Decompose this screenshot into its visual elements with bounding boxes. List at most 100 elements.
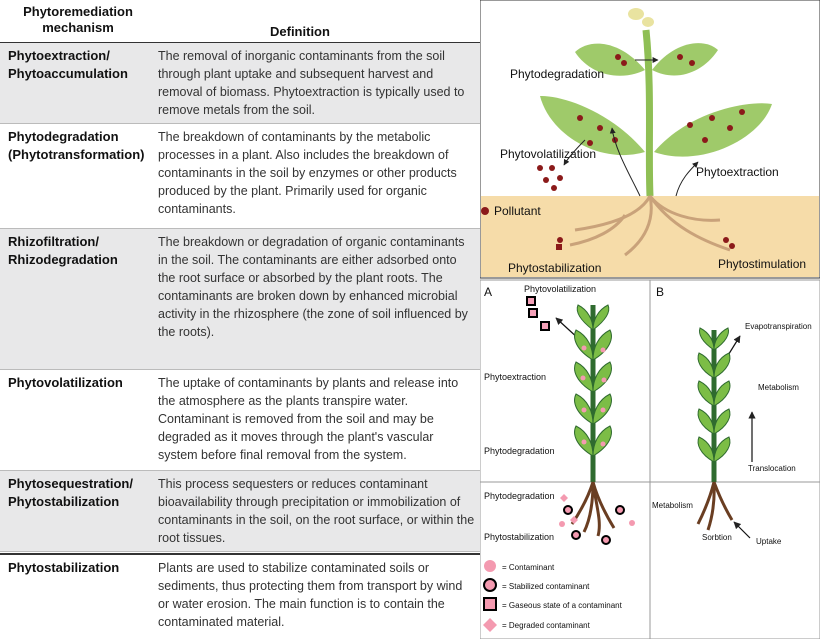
pollutant-legend-dot: [481, 207, 489, 215]
label-phytovolatilization: Phytovolatilization: [500, 147, 596, 161]
label-b-sorbtion: Sorbtion: [702, 533, 732, 542]
legend-contaminant-label: = Contaminant: [502, 563, 555, 572]
label-b-metabolism-lower: Metabolism: [652, 501, 693, 510]
degraded-contaminant: [570, 516, 578, 524]
plant-b-leaves: [697, 327, 731, 463]
label-b-uptake: Uptake: [756, 537, 782, 546]
label-a-phytoextraction: Phytoextraction: [484, 372, 546, 382]
label-a-phytovolatilization: Phytovolatilization: [524, 284, 596, 294]
panel-b-frame: [649, 279, 820, 640]
mechanism-cell: Phytosequestration/ Phytostabilization: [8, 476, 133, 509]
plant-b-roots: [696, 481, 734, 531]
table-header: Phytoremediation mechanism Definition: [0, 0, 480, 44]
pollutant-dot: [739, 109, 745, 115]
plant-roots: [569, 195, 731, 257]
mechanism-cell: Rhizofiltration/ Rhizodegradation: [8, 234, 118, 267]
pollutant-dot: [557, 175, 563, 181]
stabilized-contaminant: [571, 530, 581, 540]
label-b-metabolism-upper: Metabolism: [758, 383, 799, 392]
legend-stabilized-marker: [483, 578, 497, 592]
label-a-phytodegradation-upper: Phytodegradation: [484, 446, 555, 456]
pollutant-dot: [709, 115, 715, 121]
flower-bud: [642, 17, 654, 27]
legend-gaseous-marker: [483, 597, 497, 611]
pollutant-dot: [549, 165, 555, 171]
leaf: [540, 95, 645, 156]
top-figure: Phytodegradation Phytovolatilization Phy…: [479, 0, 820, 279]
legend-contaminant-marker: [484, 560, 496, 572]
gaseous-contaminant: [528, 308, 538, 318]
arrow: [675, 161, 699, 197]
contaminant: [559, 521, 565, 527]
pollutant-dot: [687, 122, 693, 128]
degraded-contaminant: [560, 494, 568, 502]
panel-a-frame: [479, 279, 651, 640]
pollutant-dot: [702, 137, 708, 143]
legend-stabilized-label: = Stabilized contaminant: [502, 582, 590, 591]
contaminant: [629, 520, 635, 526]
pollutant-dot: [615, 54, 621, 60]
plant-stem: [642, 29, 654, 197]
stabilized-pollutant: [556, 244, 562, 250]
table-row: Phytoextraction/ Phytoaccumulation The r…: [0, 43, 480, 124]
definition-cell: The breakdown or degradation of organic …: [158, 235, 468, 339]
pollutant-dot: [537, 165, 543, 171]
pollutant-dot: [677, 54, 683, 60]
definition-cell: Plants are used to stabilize contaminate…: [158, 561, 463, 629]
table-row: Rhizofiltration/ Rhizodegradation The br…: [0, 229, 480, 370]
pollutant-dot: [577, 115, 583, 121]
pollutant-dot: [727, 125, 733, 131]
label-phytostabilization: Phytostabilization: [508, 261, 601, 275]
mechanism-cell: Phytodegradation (Phytotransformation): [8, 129, 145, 162]
pollutant-dot: [551, 185, 557, 191]
pollutant-dot: [543, 177, 549, 183]
label-phytoextraction: Phytoextraction: [696, 165, 779, 179]
label-phytodegradation: Phytodegradation: [510, 67, 604, 81]
table-row: Phytosequestration/ Phytostabilization T…: [0, 471, 480, 552]
gaseous-contaminant: [540, 321, 550, 331]
mechanism-cell: Phytovolatilization: [8, 375, 123, 390]
panel-a: A Phytovolatilization Phytoextraction Ph…: [479, 279, 820, 640]
leaf: [575, 43, 645, 76]
legend-gaseous-label: = Gaseous state of a contaminant: [502, 601, 623, 610]
contaminant-dots: [580, 345, 607, 447]
definition-cell: The breakdown of contaminants by the met…: [158, 130, 457, 216]
stabilized-contaminant: [563, 505, 573, 515]
pollutant-dot: [587, 140, 593, 146]
table-row: Phytovolatilization The uptake of contam…: [0, 370, 480, 471]
panel-b-letter: B: [656, 285, 664, 299]
pollutant-dot: [557, 237, 563, 243]
phytoremediation-table: Phytoremediation mechanism Definition Ph…: [0, 0, 480, 641]
pollutant-dot: [621, 60, 627, 66]
mechanism-cell: Phytostabilization: [8, 560, 120, 575]
label-a-phytostabilization: Phytostabilization: [484, 532, 554, 542]
label-pollutant: Pollutant: [494, 204, 541, 218]
arrow: [609, 127, 641, 197]
panel-a-letter: A: [484, 285, 492, 299]
header-definition: Definition: [270, 24, 330, 39]
pollutant-dot: [689, 60, 695, 66]
pollutant-dot: [729, 243, 735, 249]
label-b-translocation: Translocation: [748, 464, 796, 473]
definition-cell: The removal of inorganic contaminants fr…: [158, 49, 465, 117]
legend-degraded-marker: [483, 618, 497, 632]
legend-degraded-label: = Degraded contaminant: [502, 621, 591, 630]
mechanism-cell: Phytoextraction/ Phytoaccumulation: [8, 48, 128, 81]
gaseous-contaminant: [526, 296, 536, 306]
table-row: Phytodegradation (Phytotransformation) T…: [0, 124, 480, 229]
figures-panel: Phytodegradation Phytovolatilization Phy…: [479, 0, 820, 640]
definition-cell: The uptake of contaminants by plants and…: [158, 376, 459, 462]
leaf: [652, 43, 718, 76]
pollutant-dot: [597, 125, 603, 131]
table-row: Phytostabilization Plants are used to st…: [0, 553, 480, 641]
legend: = Contaminant = Stabilized contaminant =…: [483, 560, 623, 632]
stabilized-contaminant: [601, 535, 611, 545]
definition-cell: This process sequesters or reduces conta…: [158, 477, 475, 545]
label-b-evapotranspiration: Evapotranspiration: [745, 322, 812, 331]
figures-svg: Phytodegradation Phytovolatilization Phy…: [479, 0, 820, 640]
label-a-phytodegradation-lower: Phytodegradation: [484, 491, 555, 501]
header-mechanism: Phytoremediation mechanism: [23, 4, 133, 35]
arrow: [733, 521, 751, 539]
flower-bud: [628, 8, 644, 20]
panel-b: B Evapotranspiration Metabolism Transloc…: [649, 279, 820, 640]
